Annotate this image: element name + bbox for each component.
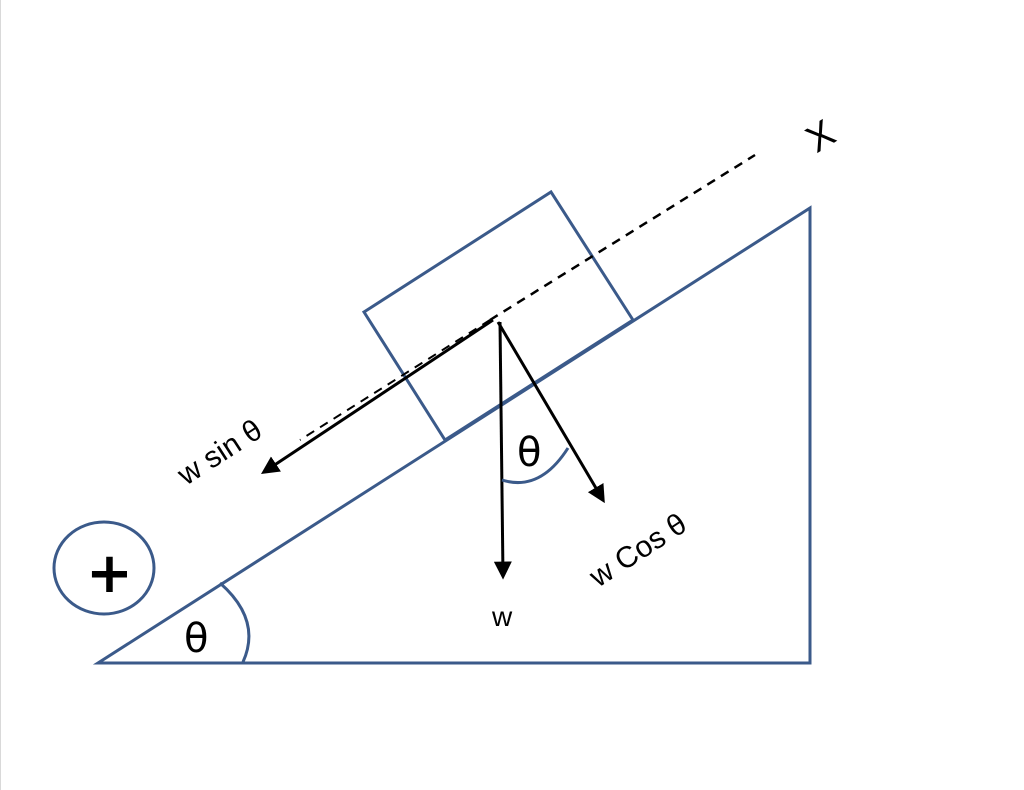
x-axis-label: X [799, 112, 843, 161]
plus-icon: + [86, 541, 133, 606]
base-angle-arc [219, 581, 251, 663]
base-theta-label: θ [184, 616, 208, 662]
x-axis-dashed-line [489, 153, 756, 322]
force-theta-label: θ [517, 430, 541, 476]
w-arrow [493, 321, 512, 580]
plus-circle [52, 520, 156, 616]
w-cos-arrow [496, 321, 605, 504]
w-label: w [491, 601, 513, 632]
page-left-edge [0, 0, 1, 790]
block [361, 189, 636, 443]
w-cos-label: w Cos θ [583, 507, 693, 594]
x-axis-dashed-line-lower [299, 319, 491, 441]
w-sin-label: w sin θ [171, 413, 268, 492]
w-sin-arrow [261, 318, 494, 474]
force-angle-arc [501, 447, 570, 485]
